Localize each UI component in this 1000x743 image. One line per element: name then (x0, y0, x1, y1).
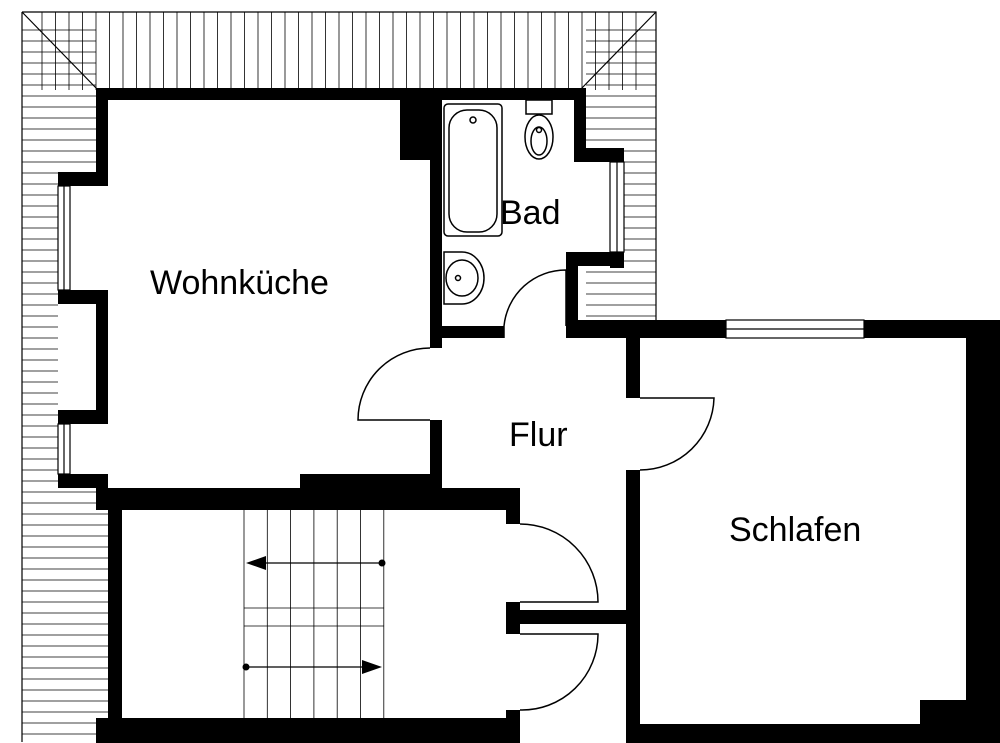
door-stair-lower (519, 633, 599, 711)
door-schlafen (639, 397, 715, 471)
windows (57, 161, 865, 475)
bathtub-icon (443, 103, 503, 237)
room-label-schlafen: Schlafen (729, 511, 861, 549)
room-label-bad: Bad (500, 194, 561, 232)
roof-hatching (22, 12, 656, 735)
door-swings (357, 269, 715, 711)
arrow-right-icon (362, 660, 382, 674)
walls (58, 88, 1000, 743)
bathroom-fixtures (443, 99, 554, 305)
arrow-left-icon (246, 556, 266, 570)
roof-outline (21, 11, 657, 742)
room-label-flur: Flur (509, 416, 568, 454)
stair-arrows (242, 556, 386, 674)
sink-icon (443, 251, 485, 305)
door-bad (503, 269, 567, 338)
door-wohnkueche (357, 347, 431, 421)
staircase (243, 510, 385, 718)
toilet-icon (524, 99, 554, 160)
door-stair-upper (519, 523, 599, 603)
room-label-wohnkueche: Wohnküche (150, 264, 329, 302)
